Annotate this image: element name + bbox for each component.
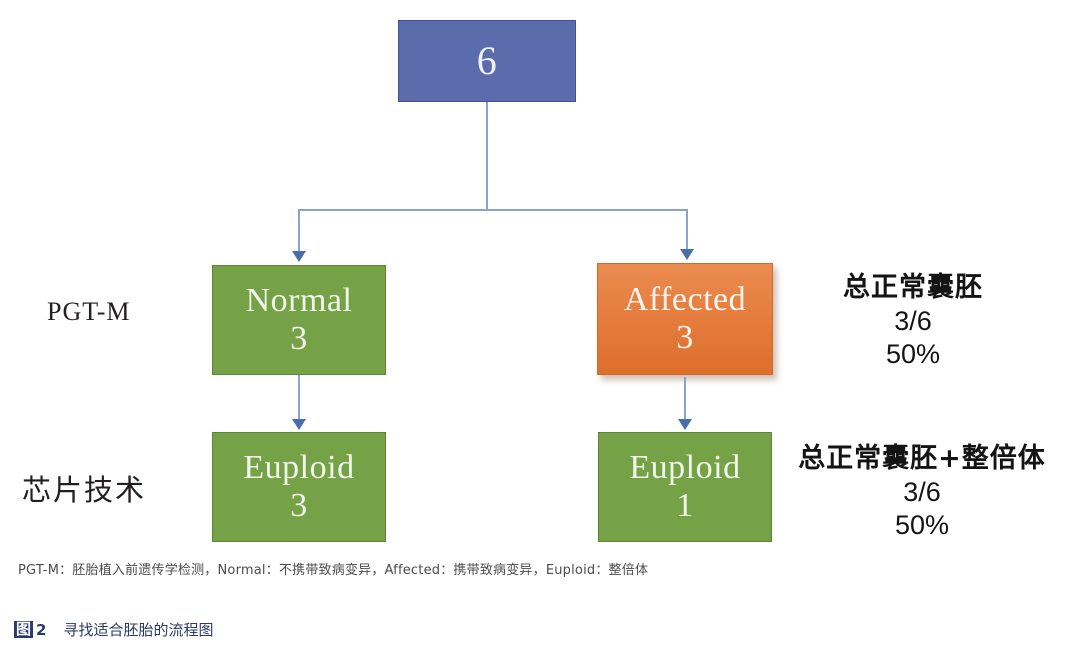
figure-footnote: PGT-M：胚胎植入前遗传学检测，Normal：不携带致病变异，Affected… xyxy=(18,563,649,578)
node-total-embryos: 6 xyxy=(398,20,576,102)
node-normal: Normal 3 xyxy=(212,265,386,375)
arrowhead-to-affected-icon xyxy=(680,249,694,260)
annotation-total-normal-percent: 50% xyxy=(885,338,941,369)
node-normal-count: 3 xyxy=(290,320,308,357)
connector-to-normal xyxy=(298,209,300,253)
arrowhead-to-euploid-left-icon xyxy=(292,419,306,430)
annotation-total-normal-ratio: 3/6 xyxy=(894,305,932,336)
node-total-embryos-label: 6 xyxy=(476,37,498,83)
node-normal-label: Normal xyxy=(245,281,353,319)
figure-caption: 图 2 寻找适合胚胎的流程图 xyxy=(14,619,213,640)
figure-caption-text: 寻找适合胚胎的流程图 xyxy=(63,621,214,639)
connector-affected-to-euploid xyxy=(684,377,686,421)
stage-label-pgtm: PGT-M xyxy=(47,297,131,326)
arrowhead-to-euploid-right-icon xyxy=(678,419,692,430)
connector-normal-to-euploid xyxy=(298,375,300,421)
node-euploid-right-count: 1 xyxy=(676,487,694,524)
annotation-total-normal-euploid-title: 总正常囊胚+整倍体 xyxy=(798,443,1046,474)
node-euploid-left: Euploid 3 xyxy=(212,432,386,542)
node-affected-count: 3 xyxy=(676,319,694,356)
connector-root-vertical xyxy=(486,102,488,210)
node-affected-label: Affected xyxy=(623,280,747,318)
figure-caption-tag: 图 xyxy=(14,619,34,639)
node-euploid-right: Euploid 1 xyxy=(598,432,772,542)
figure-caption-number: 2 xyxy=(36,620,47,639)
node-euploid-right-label: Euploid xyxy=(629,448,741,486)
node-affected: Affected 3 xyxy=(597,263,773,375)
stage-label-chip-technology: 芯片技术 xyxy=(22,473,147,507)
annotation-total-normal-euploid: 总正常囊胚+整倍体 3/6 50% xyxy=(772,443,1072,542)
annotation-total-normal-euploid-percent: 50% xyxy=(894,509,950,540)
arrowhead-to-normal-icon xyxy=(292,251,306,262)
node-euploid-left-label: Euploid xyxy=(243,448,355,486)
connector-to-affected xyxy=(686,209,688,251)
node-euploid-left-count: 3 xyxy=(290,487,308,524)
connector-split-horizontal xyxy=(298,209,688,211)
annotation-total-normal-title: 总正常囊胚 xyxy=(843,272,983,303)
annotation-total-normal: 总正常囊胚 3/6 50% xyxy=(818,272,1008,371)
annotation-total-normal-euploid-ratio: 3/6 xyxy=(903,476,941,507)
